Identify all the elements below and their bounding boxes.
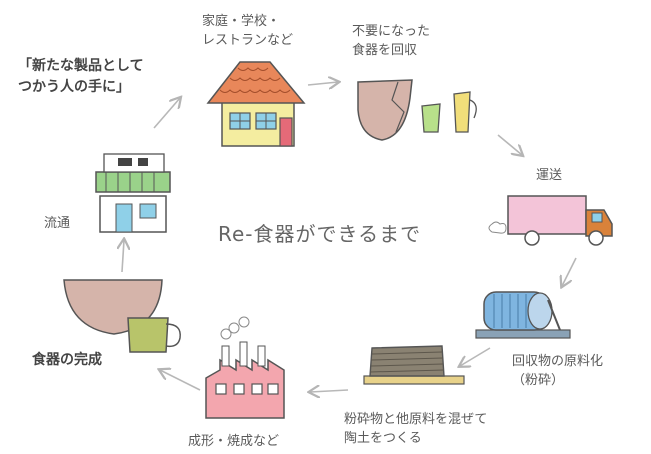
label-complete: 食器の完成 bbox=[32, 352, 102, 368]
arrow-clay-to-factory bbox=[310, 390, 349, 392]
clay-icon bbox=[363, 345, 465, 385]
label-collect-from: 家庭・学校・ レストランなど bbox=[202, 14, 294, 48]
finished-dishes-icon bbox=[63, 279, 181, 353]
diagram-title: Re-食器ができるまで bbox=[218, 222, 422, 246]
ball-mill-icon bbox=[475, 291, 571, 339]
broken-dishes-icon bbox=[357, 79, 477, 141]
house-icon bbox=[206, 61, 306, 147]
label-new-use: 「新たな製品として つかう人の手に」 bbox=[18, 58, 144, 95]
label-crush: 回収物の原料化 （粉砕） bbox=[512, 354, 604, 388]
arrow-dishes-to-shop bbox=[122, 240, 124, 273]
label-form: 成形・焼成など bbox=[188, 434, 280, 449]
arrow-house-to-dishes bbox=[307, 82, 338, 85]
arrow-truck-to-mill bbox=[562, 257, 577, 286]
arrow-dishes-to-truck bbox=[497, 134, 522, 155]
truck-icon bbox=[488, 195, 613, 246]
label-collect: 不要になった 食器を回収 bbox=[352, 24, 431, 58]
label-mix: 粉砕物と他原料を混ぜて 陶土をつくる bbox=[344, 412, 488, 446]
label-transport: 運送 bbox=[536, 168, 563, 183]
arrow-shop-to-hands bbox=[153, 98, 180, 129]
factory-icon bbox=[205, 316, 285, 419]
shop-icon bbox=[95, 153, 171, 233]
label-distribute: 流通 bbox=[44, 216, 71, 231]
arrow-factory-to-dishes bbox=[160, 370, 201, 391]
arrow-mill-to-clay bbox=[460, 347, 491, 366]
